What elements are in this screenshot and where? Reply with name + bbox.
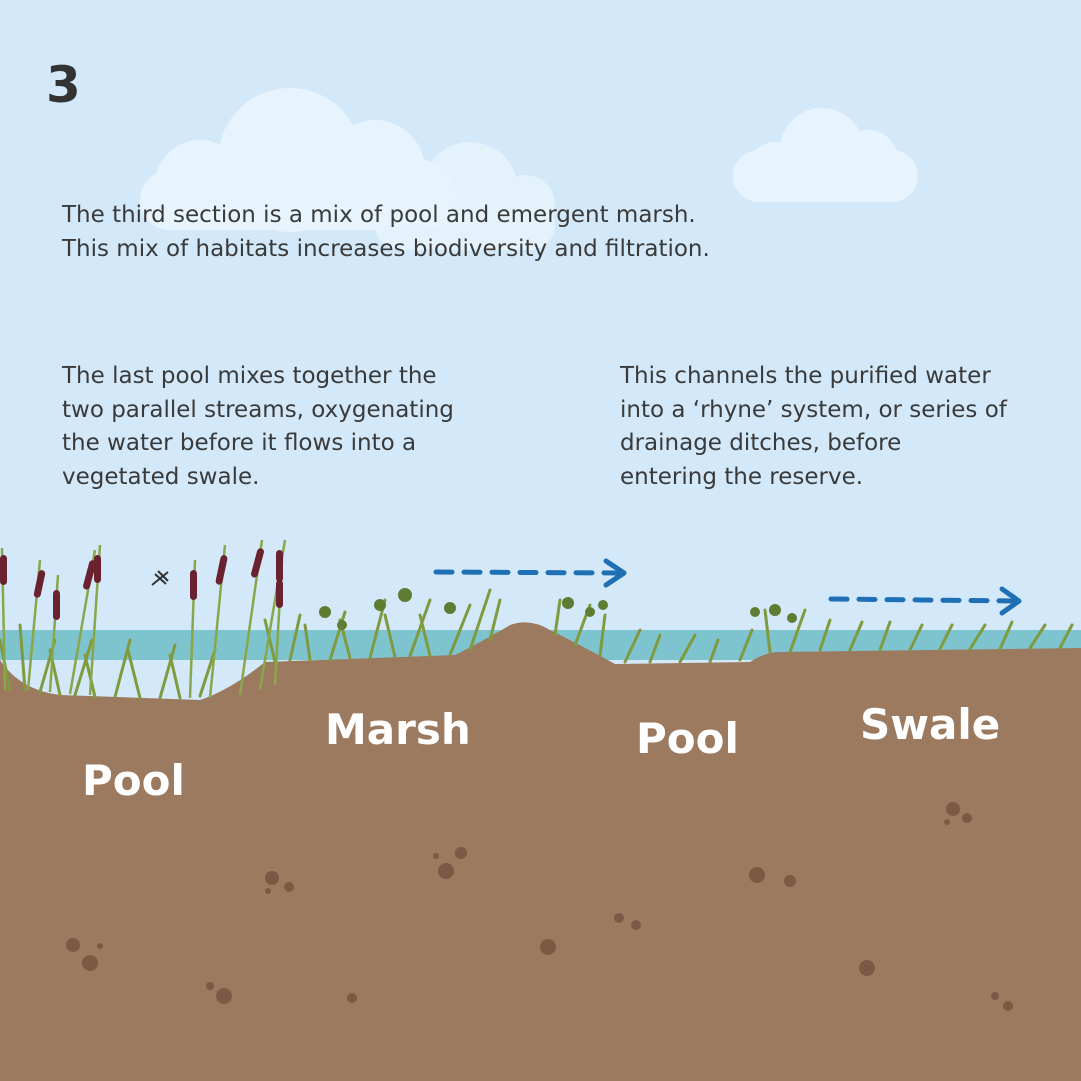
soil-ground [0, 622, 1081, 1081]
intro-line-1: The third section is a mix of pool and e… [62, 202, 696, 228]
flow-arrow-icon [828, 586, 1022, 616]
soil-pebble [66, 802, 1013, 1011]
cloud-icon [375, 142, 555, 250]
dragonfly-icon [151, 570, 169, 586]
step-number: 3 [46, 56, 81, 114]
cloud-icon [733, 108, 918, 202]
intro-text: The third section is a mix of pool and e… [62, 198, 822, 266]
pool-mixing-description: The last pool mixes together the two par… [62, 363, 454, 490]
zone-label-marsh: Marsh [325, 705, 471, 754]
zone-label-swale: Swale [860, 700, 1001, 749]
cattail-reeds [0, 539, 287, 699]
flow-arrow-icon [433, 558, 627, 588]
zone-label-pool-1: Pool [82, 756, 185, 805]
marsh-plants [319, 588, 797, 630]
marsh-grass [0, 588, 1074, 700]
zone-label-pool-2: Pool [636, 714, 739, 763]
intro-line-2: This mix of habitats increases biodivers… [62, 236, 710, 262]
rhyne-system-description: This channels the purified water into a … [620, 363, 1007, 490]
